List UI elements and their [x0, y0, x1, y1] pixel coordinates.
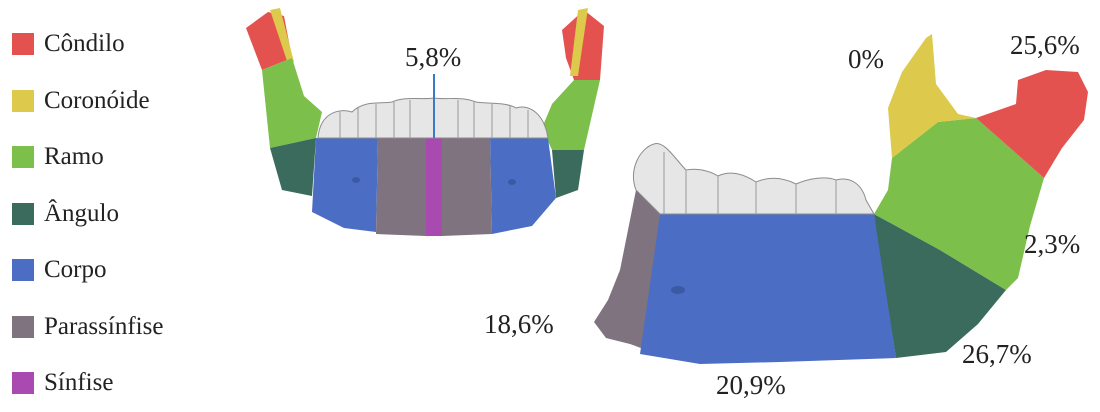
front-right-body — [490, 138, 556, 234]
front-left-angle — [270, 138, 316, 196]
front-symphysis — [426, 138, 442, 236]
label-coronoid-pct: 0% — [848, 44, 884, 74]
front-right-angle — [552, 150, 584, 198]
label-symphysis-pct: 5,8% — [405, 42, 461, 72]
front-left-body — [312, 138, 378, 232]
front-left-parasymphysis — [376, 138, 426, 236]
front-left-ramus — [262, 58, 322, 148]
label-ramus-pct: 2,3% — [1024, 229, 1080, 259]
lateral-foramen — [671, 286, 685, 294]
label-parasymphysis-pct: 18,6% — [484, 309, 554, 339]
mandible-figure: 5,8% 0% 25,6% 2,3% 18,6% 26,7% 20,9% — [0, 0, 1100, 399]
front-right-parasymphysis — [442, 138, 492, 236]
front-right-ramus — [542, 80, 600, 150]
lateral-teeth — [633, 143, 874, 214]
label-body-pct: 20,9% — [716, 370, 786, 399]
front-left-foramen — [352, 177, 360, 183]
label-angle-pct: 26,7% — [962, 339, 1032, 369]
label-condyle-pct: 25,6% — [1010, 30, 1080, 60]
front-right-foramen — [508, 179, 516, 185]
mandible-lateral-view — [594, 34, 1088, 364]
